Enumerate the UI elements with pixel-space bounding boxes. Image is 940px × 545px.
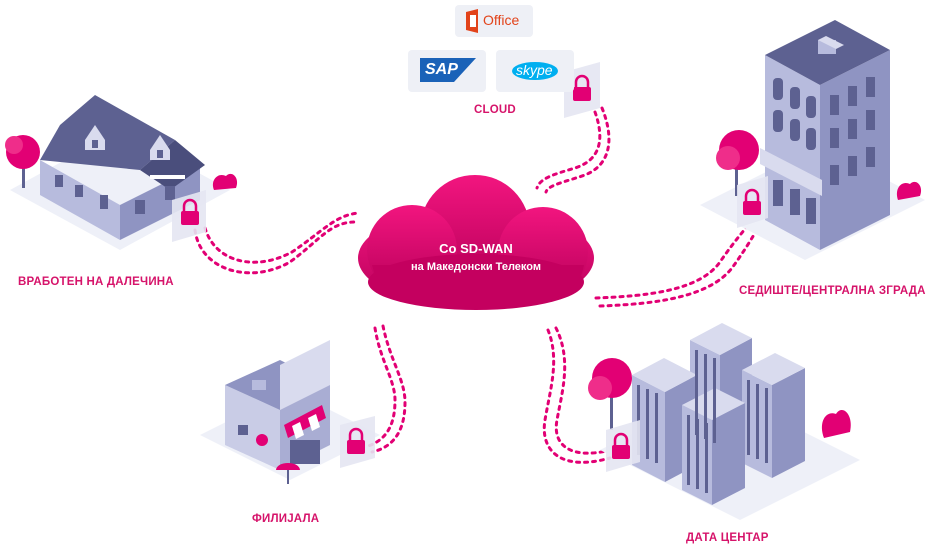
data-center-icon (600, 323, 860, 520)
bush-icon (896, 181, 922, 200)
tree-icon (716, 130, 759, 196)
line-cloud-apps-b (544, 106, 611, 194)
line-house-a (193, 220, 357, 275)
line-hq-a (594, 220, 752, 300)
remote-worker-label: ВРАБОТЕН НА ДАЛЕЧИНА (18, 276, 174, 288)
office-label: Office (483, 12, 520, 28)
lock-icon (606, 420, 640, 472)
line-branch-b (370, 324, 407, 454)
line-dc-a (542, 328, 612, 464)
connection-lines (193, 106, 760, 464)
cloud-title: Со SD-WAN (439, 241, 513, 256)
branch-label: ФИЛИЈАЛА (252, 513, 320, 525)
line-branch-a (363, 326, 397, 449)
house-icon (10, 95, 230, 250)
line-house-b (203, 211, 362, 264)
skype-logo (496, 50, 574, 92)
lock-icon (340, 416, 375, 468)
skype-label: skype (516, 62, 553, 78)
tree-icon (588, 358, 632, 430)
sap-label: SAP (425, 61, 458, 78)
sd-wan-cloud (358, 175, 594, 310)
line-cloud-apps-a (535, 110, 602, 190)
headquarters-label: СЕДИШТЕ/ЦЕНТРАЛНА ЗГРАДА (739, 285, 926, 297)
cloud-subtitle: на Македонски Телеком (411, 261, 541, 273)
office-icon (455, 5, 533, 37)
lock-icon (737, 176, 768, 228)
shop-icon (200, 340, 380, 484)
sap-logo (408, 50, 486, 92)
line-dc-b (554, 326, 620, 455)
office-building-icon (700, 20, 925, 260)
lock-icon (172, 190, 206, 242)
tree-icon (5, 135, 40, 188)
line-hq-b (598, 226, 760, 308)
bush-icon (821, 410, 851, 438)
data-center-label: ДАТА ЦЕНТАР (686, 532, 769, 544)
cloud-label: CLOUD (474, 104, 516, 116)
bush-icon (212, 173, 238, 190)
